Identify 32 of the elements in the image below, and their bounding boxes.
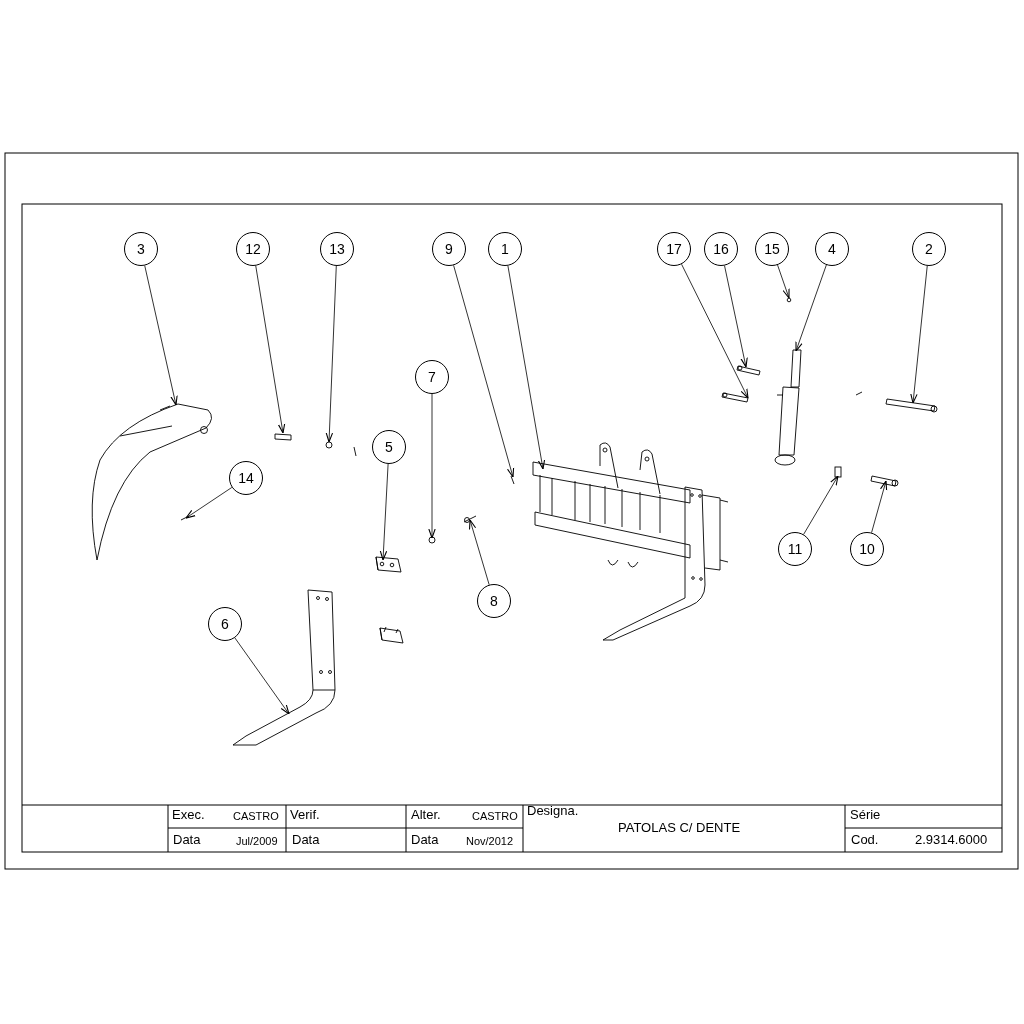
- field-value: 2.9314.6000: [915, 833, 988, 848]
- clip-drawing: [834, 466, 842, 478]
- washer-drawing: [428, 536, 436, 544]
- washer-drawing: [325, 441, 333, 449]
- frame-drawing: [532, 442, 729, 641]
- field-label: Data: [292, 833, 320, 848]
- field-label: Cod.: [851, 833, 879, 848]
- bolt-drawing: [463, 515, 477, 523]
- field-label: Verif.: [290, 808, 320, 823]
- field-label: Data: [173, 833, 201, 848]
- field-label: Designa.: [527, 804, 579, 819]
- pin-drawing: [736, 365, 761, 376]
- field-value: CASTRO: [472, 810, 518, 823]
- tine-drawing: [91, 403, 212, 561]
- pin-drawing: [885, 398, 938, 413]
- field-label: Série: [850, 808, 881, 823]
- fork-tine-drawing: [232, 589, 336, 746]
- bracket-drawing: [375, 556, 402, 573]
- pin-drawing: [180, 515, 190, 521]
- field-label: Exec.: [172, 808, 205, 823]
- pin-drawing: [721, 392, 749, 403]
- pin-drawing: [510, 475, 515, 485]
- pin-drawing: [786, 297, 792, 303]
- field-value: CASTRO: [233, 810, 279, 823]
- hydraulic-cylinder-drawing: [774, 349, 802, 466]
- pin-drawing: [274, 433, 292, 441]
- field-label: Alter.: [411, 808, 441, 823]
- drawing-title: PATOLAS C/ DENTE: [618, 821, 741, 836]
- field-label: Data: [411, 833, 439, 848]
- field-value: Nov/2012: [466, 835, 514, 848]
- pin-drawing: [870, 475, 899, 487]
- field-value: Jul/2009: [236, 835, 278, 848]
